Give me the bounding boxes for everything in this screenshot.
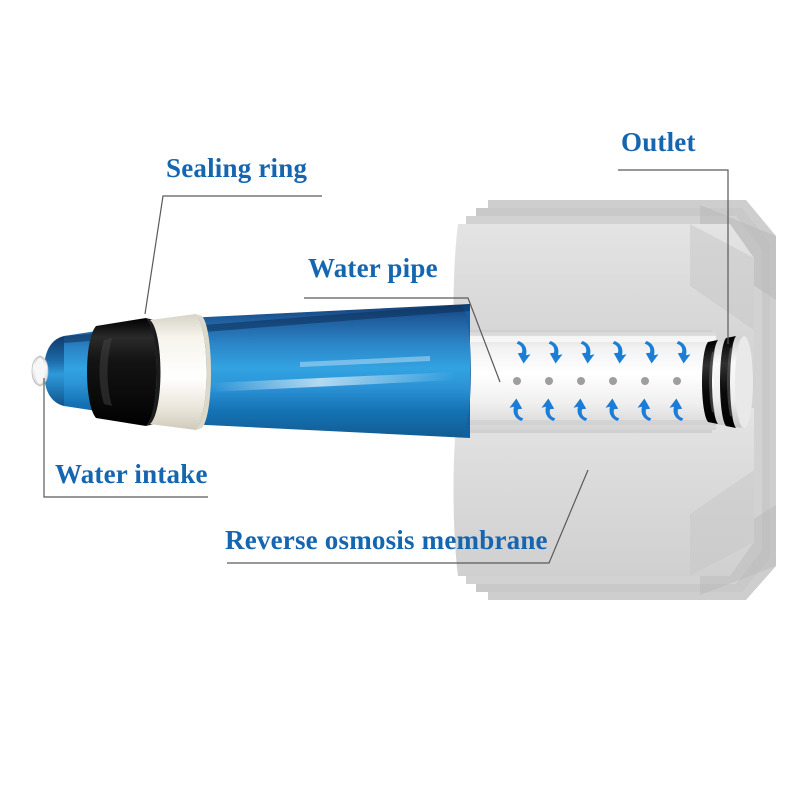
label-water-pipe: Water pipe (308, 253, 438, 283)
leader-sealing-ring (144, 195, 322, 315)
membrane-front-lower (453, 408, 754, 576)
water-intake-nub (31, 355, 49, 387)
label-sealing-ring: Sealing ring (166, 153, 308, 183)
leader-ro-membrane (227, 469, 589, 564)
leader-outlet (618, 169, 729, 344)
leader-lines (43, 169, 729, 564)
label-reverse-osmosis-membrane: Reverse osmosis membrane (225, 525, 548, 555)
black-sealing-ring (87, 318, 163, 426)
label-water-intake: Water intake (55, 459, 208, 489)
leader-water-intake (43, 378, 208, 498)
flow-arrows-group (509, 341, 691, 421)
leader-water-pipe (304, 297, 501, 383)
label-outlet: Outlet (621, 127, 696, 157)
white-brine-seal-band (150, 314, 211, 430)
outlet-orings (702, 336, 753, 428)
